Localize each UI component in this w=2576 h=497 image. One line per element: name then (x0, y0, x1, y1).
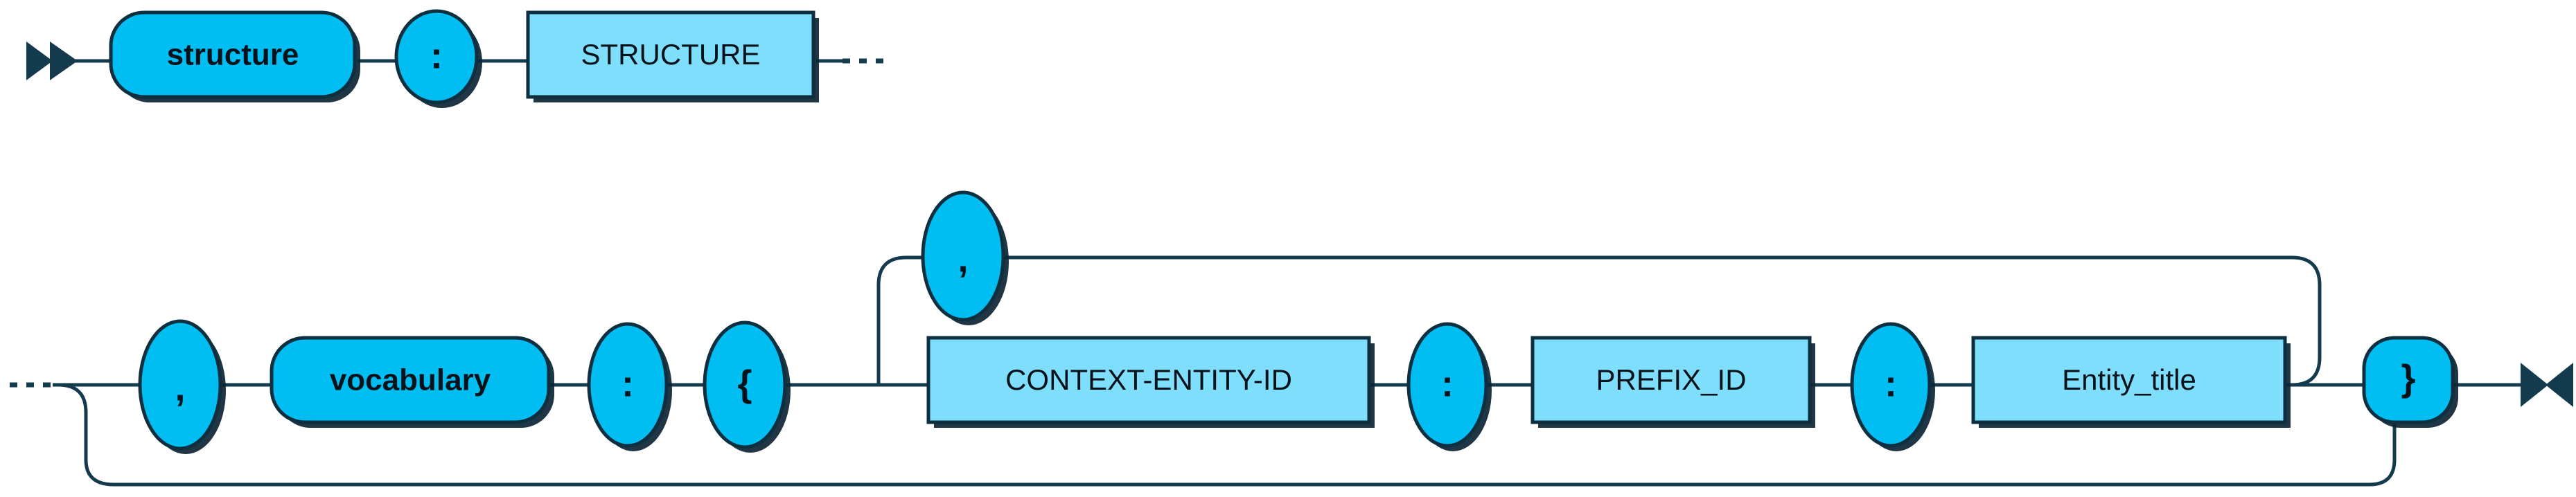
node-brace-close[interactable]: } (2362, 336, 2458, 428)
node-label: , (958, 238, 968, 280)
node-label: Entity_title (2062, 363, 2196, 396)
node-colon-4[interactable]: : (1850, 322, 1935, 451)
inner-loop-left-riser (876, 255, 921, 385)
node-comma-outer[interactable]: , (138, 319, 226, 454)
node-keyword-structure[interactable]: structure (109, 10, 360, 102)
inner-loop-right-riser (2285, 255, 2322, 387)
row-vocabulary: , , vocabulary : (10, 190, 2573, 487)
node-nonterminal-context-entity-id[interactable]: CONTEXT-ENTITY-ID (926, 336, 1375, 428)
node-colon-3[interactable]: : (1406, 322, 1492, 451)
inner-repeat-loop: , (876, 190, 2322, 387)
node-colon-1[interactable]: : (394, 9, 482, 108)
node-label: : (1885, 363, 1897, 404)
node-label: vocabulary (330, 363, 491, 397)
node-label: CONTEXT-ENTITY-ID (1005, 363, 1292, 396)
node-keyword-vocabulary[interactable]: vocabulary (270, 336, 554, 428)
node-label: STRUCTURE (581, 38, 761, 71)
node-brace-open[interactable]: { (703, 320, 791, 453)
node-label: : (430, 35, 443, 76)
node-label: PREFIX_ID (1596, 363, 1746, 396)
node-label: structure (167, 38, 299, 72)
node-label: { (737, 363, 752, 404)
node-label: : (621, 363, 634, 404)
node-nonterminal-entity-title[interactable]: Entity_title (1971, 336, 2291, 428)
node-colon-2[interactable]: : (587, 322, 672, 451)
end-arrow-icon (2521, 363, 2573, 407)
node-comma-inner-loop[interactable]: , (921, 190, 1009, 325)
node-label: } (2401, 357, 2415, 399)
node-label: , (175, 367, 185, 408)
start-arrow-icon (26, 42, 78, 80)
node-nonterminal-prefix-id[interactable]: PREFIX_ID (1530, 336, 1815, 428)
node-nonterminal-structure[interactable]: STRUCTURE (526, 10, 819, 102)
row-structure: structure : STRUCTURE (26, 9, 884, 108)
node-label: : (1441, 363, 1454, 404)
